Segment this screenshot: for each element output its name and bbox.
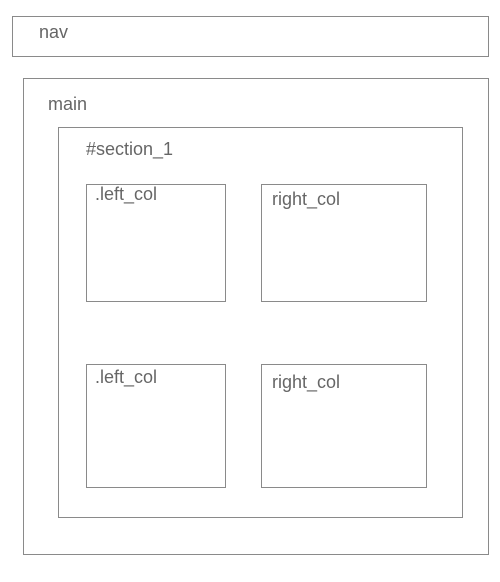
left-col-box-1	[86, 184, 226, 302]
right-col-label-1: right_col	[272, 189, 341, 209]
left-col-label-2: .left_col	[95, 367, 158, 387]
right-col-label-2: right_col	[272, 372, 341, 392]
right-col-box-1	[261, 184, 427, 302]
left-col-label-1: .left_col	[95, 184, 158, 204]
main-label: main	[48, 94, 88, 114]
left-col-box-2	[86, 364, 226, 488]
section-1-label: #section_1	[86, 139, 174, 159]
nav-label: nav	[39, 22, 69, 42]
right-col-box-2	[261, 364, 427, 488]
nav-box	[12, 16, 489, 57]
